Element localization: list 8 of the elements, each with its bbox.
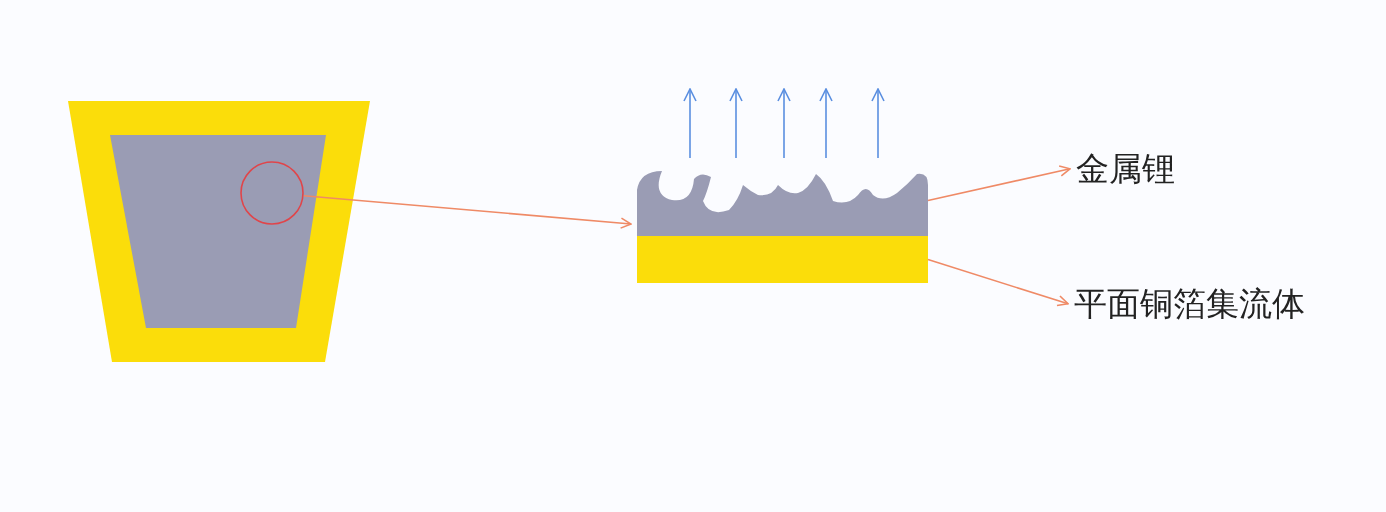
arrow	[927, 258, 1069, 307]
label-text: 平面铜箔集流体	[1074, 284, 1305, 324]
copper-foil-layer	[637, 236, 928, 283]
label-text: 金属锂	[1076, 149, 1175, 189]
magnify-circle	[240, 161, 304, 225]
arrow	[303, 194, 632, 229]
arrow	[927, 165, 1071, 202]
crucible-drawing	[68, 101, 370, 362]
